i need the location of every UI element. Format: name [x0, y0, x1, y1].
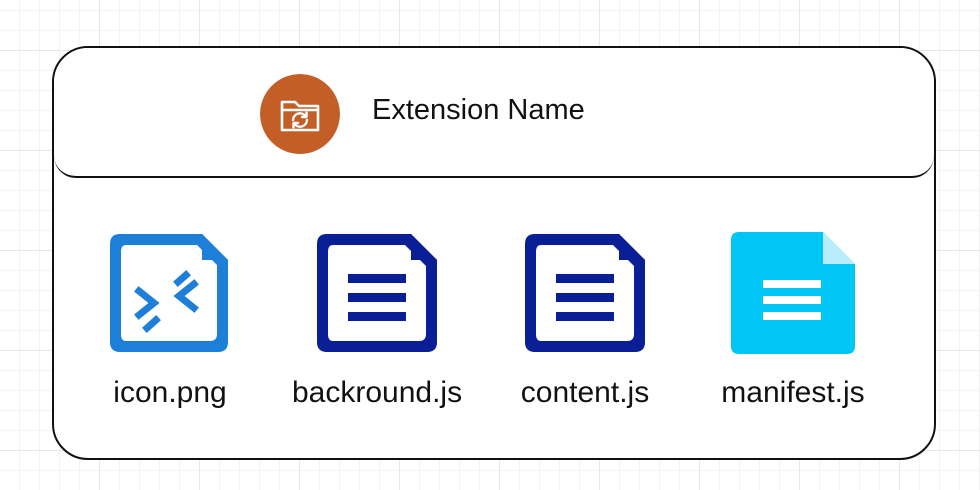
text-document-icon	[317, 234, 437, 352]
remote-arrows-file-icon	[110, 234, 228, 352]
file-label: manifest.js	[721, 376, 865, 409]
file-item-manifest-js: manifest.js	[708, 228, 878, 418]
file-label: content.js	[520, 376, 650, 409]
file-item-backround-js: backround.js	[292, 228, 462, 418]
file-item-content-js: content.js	[500, 228, 670, 418]
extension-header: Extension Name	[54, 48, 934, 178]
extension-container: Extension Name icon.png backround.js	[52, 46, 936, 460]
text-document-icon	[525, 234, 645, 352]
folder-sync-icon	[260, 74, 340, 154]
file-label: backround.js	[292, 376, 463, 409]
extension-title: Extension Name	[372, 94, 585, 126]
file-item-icon-png: icon.png	[85, 228, 255, 418]
file-label: icon.png	[113, 376, 227, 409]
filled-document-icon	[731, 232, 855, 354]
